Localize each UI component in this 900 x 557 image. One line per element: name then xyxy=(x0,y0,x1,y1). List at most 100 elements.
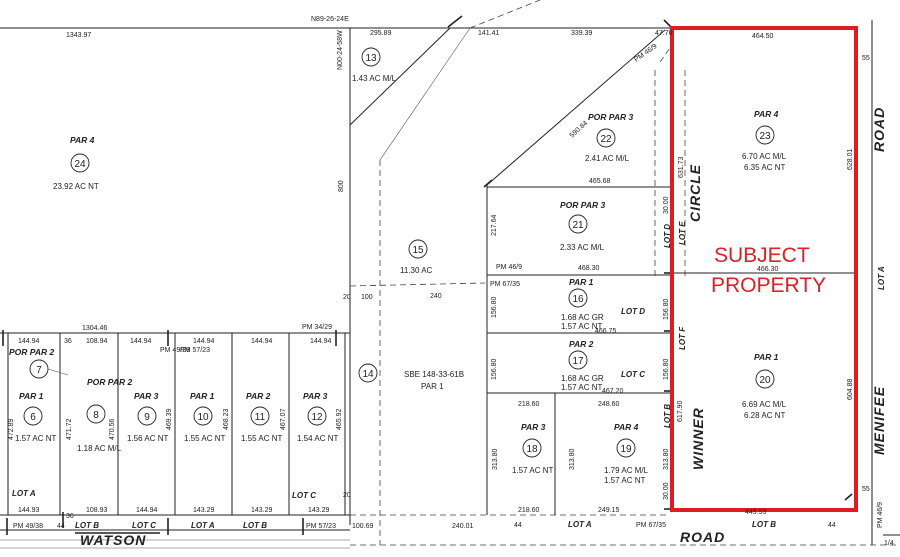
dim-label: 144.94 xyxy=(18,338,40,345)
dim-label: 467.07 xyxy=(280,408,287,430)
parcel-number: 18 xyxy=(526,444,538,455)
parcel-number: 24 xyxy=(74,159,86,170)
parcel-11[interactable]: PAR 2 11 1.55 AC NT xyxy=(241,391,282,443)
dim-label: 240 xyxy=(430,293,442,300)
parcel-19[interactable]: PAR 4 19 1.79 AC M/L 1.57 AC NT xyxy=(604,422,649,485)
parcel-7[interactable]: POR PAR 2 7 xyxy=(9,347,69,379)
parcel-16[interactable]: PAR 1 16 1.68 AC GR 1.57 AC NT xyxy=(561,277,604,331)
parcel-18[interactable]: PAR 3 18 1.57 AC NT xyxy=(512,422,553,475)
parcel-number: 16 xyxy=(572,294,584,305)
parcel-label: PAR 4 xyxy=(70,135,95,145)
parcel-number: 19 xyxy=(620,444,632,455)
lot-label: LOT A xyxy=(568,520,592,529)
parcel-6[interactable]: PAR 1 6 1.57 AC NT xyxy=(15,391,56,443)
dim-label: 20 xyxy=(343,294,351,301)
parcel-9[interactable]: PAR 3 9 1.56 AC NT xyxy=(127,391,168,443)
dim-label: 144.94 xyxy=(310,338,332,345)
parcel-12[interactable]: PAR 3 12 1.54 AC NT xyxy=(297,391,338,443)
parcel-label: PAR 1 xyxy=(19,391,44,401)
parcel-acreage: 1.55 AC NT xyxy=(184,434,225,443)
dim-label: 44 xyxy=(514,522,522,529)
parcel-number: 15 xyxy=(412,245,424,256)
dim-label: 55 xyxy=(862,486,870,493)
dim-label: 313.80 xyxy=(569,448,576,470)
subject-property-boundary[interactable] xyxy=(670,26,858,512)
parcel-number-circle xyxy=(70,153,90,173)
parcel-label: PAR 1 xyxy=(754,352,779,362)
parcel-number-circle xyxy=(358,363,378,383)
parcel-acreage: 6.69 AC M/L xyxy=(742,400,787,409)
dim-label: PM 67/35 xyxy=(636,522,666,529)
road-label-winner: WINNER xyxy=(690,407,706,470)
parcel-acreage-net: 1.57 AC NT xyxy=(561,383,602,392)
parcel-acreage: 2.41 AC M/L xyxy=(585,154,630,163)
dim-label: 156.80 xyxy=(663,298,670,320)
parcel-label: PAR 1 xyxy=(190,391,215,401)
dim-label: 1343.97 xyxy=(66,32,91,39)
dim-label: PM 46/9 xyxy=(633,43,658,64)
parcel-label: PAR 4 xyxy=(754,109,779,119)
dim-label: 295.89 xyxy=(370,30,392,37)
lot-label: LOT A xyxy=(12,489,36,498)
subject-label-line1: SUBJECT xyxy=(714,244,810,267)
dim-label: 218.60 xyxy=(518,401,540,408)
parcel-label: PAR 2 xyxy=(246,391,271,401)
parcel-number: 23 xyxy=(759,131,771,142)
dim-label: 468.30 xyxy=(578,265,600,272)
parcel-15[interactable]: 15 11.30 AC xyxy=(400,239,433,275)
lot-label: LOT D xyxy=(663,224,672,248)
parcel-label: PAR 4 xyxy=(614,422,639,432)
lot-label: LOT B xyxy=(752,520,776,529)
dim-label: 143.29 xyxy=(251,507,273,514)
parcel-label: POR PAR 3 xyxy=(588,112,633,122)
parcel-acreage: 1.55 AC NT xyxy=(241,434,282,443)
dim-label: 248.60 xyxy=(598,401,620,408)
parcel-number-circle xyxy=(568,214,588,234)
parcel-10[interactable]: PAR 1 10 1.55 AC NT xyxy=(184,391,225,443)
parcel-acreage: 1.57 AC NT xyxy=(15,434,56,443)
parcel-number: 14 xyxy=(362,369,374,380)
parcel-21[interactable]: POR PAR 3 21 2.33 AC M/L xyxy=(560,200,605,252)
dim-label: 100.69 xyxy=(352,523,374,530)
parcel-22[interactable]: POR PAR 3 22 2.41 AC M/L xyxy=(585,112,633,163)
dim-label: 604.88 xyxy=(847,378,854,400)
dim-label: 156.80 xyxy=(663,358,670,380)
parcel-number-circle xyxy=(616,438,636,458)
parcel-number: 22 xyxy=(600,134,612,145)
parcel-number-circle xyxy=(568,350,588,370)
parcel-13[interactable]: 13 1.43 AC M/L xyxy=(352,47,397,83)
parcel-sbe[interactable]: SBE 148-33-61B PAR 1 xyxy=(404,370,464,391)
parcel-acreage: 11.30 AC xyxy=(400,266,433,275)
parcel-17[interactable]: PAR 2 17 1.68 AC GR 1.57 AC NT xyxy=(561,339,604,392)
parcel-number: 10 xyxy=(197,412,209,423)
dim-label: 1304.46 xyxy=(82,325,107,332)
parcel-label: PAR 3 xyxy=(521,422,546,432)
dim-label: PM 57/23 xyxy=(180,347,210,354)
dim-label: 249.15 xyxy=(598,507,620,514)
dim-label: 143.29 xyxy=(308,507,330,514)
dim-label: 30.00 xyxy=(663,482,670,500)
parcel-20[interactable]: PAR 1 20 6.69 AC M/L 6.28 AC NT xyxy=(742,352,787,420)
parcel-number-circle xyxy=(522,438,542,458)
parcel-number: 13 xyxy=(365,53,377,64)
dim-label: 445.53 xyxy=(745,509,767,516)
subject-property-label: SUBJECT PROPERTY xyxy=(711,244,826,297)
dim-label: 36 xyxy=(66,513,74,520)
parcel-24[interactable]: PAR 4 24 23.92 AC NT xyxy=(53,135,99,191)
road-labels: CIRCLE WINNER ROAD MENIFEE WATSON ROAD 1… xyxy=(80,107,894,548)
dim-label: N00-24-58W xyxy=(337,30,344,70)
lot-label: LOT C xyxy=(621,370,645,379)
dim-label: PM 34/29 xyxy=(302,324,332,331)
parcel-8[interactable]: POR PAR 2 8 1.18 AC M/L xyxy=(77,377,132,453)
parcel-label: POR PAR 3 xyxy=(560,200,605,210)
parcel-label: POR PAR 2 xyxy=(87,377,132,387)
dim-label: 339.39 xyxy=(571,30,593,37)
parcel-23[interactable]: PAR 4 23 6.70 AC M/L 6.35 AC NT xyxy=(742,109,787,172)
dim-label: 144.94 xyxy=(251,338,273,345)
parcel-number: 11 xyxy=(255,412,266,423)
dim-label: 464.50 xyxy=(752,33,774,40)
parcel-14[interactable]: 14 xyxy=(358,363,378,383)
parcel-label: PAR 1 xyxy=(569,277,594,287)
parcel-label: PAR 3 xyxy=(134,391,159,401)
dim-label: 144.93 xyxy=(18,507,40,514)
